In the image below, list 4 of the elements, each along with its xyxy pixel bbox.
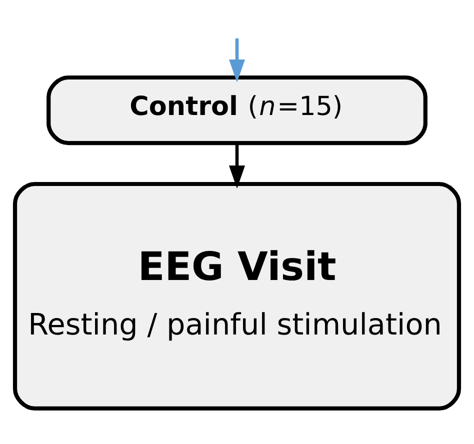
arrow [228,142,246,188]
node-box: Control (n=15) [46,74,428,145]
arrow [228,38,246,82]
node-box: EEG Visit Resting / painful stimulation [12,181,462,410]
